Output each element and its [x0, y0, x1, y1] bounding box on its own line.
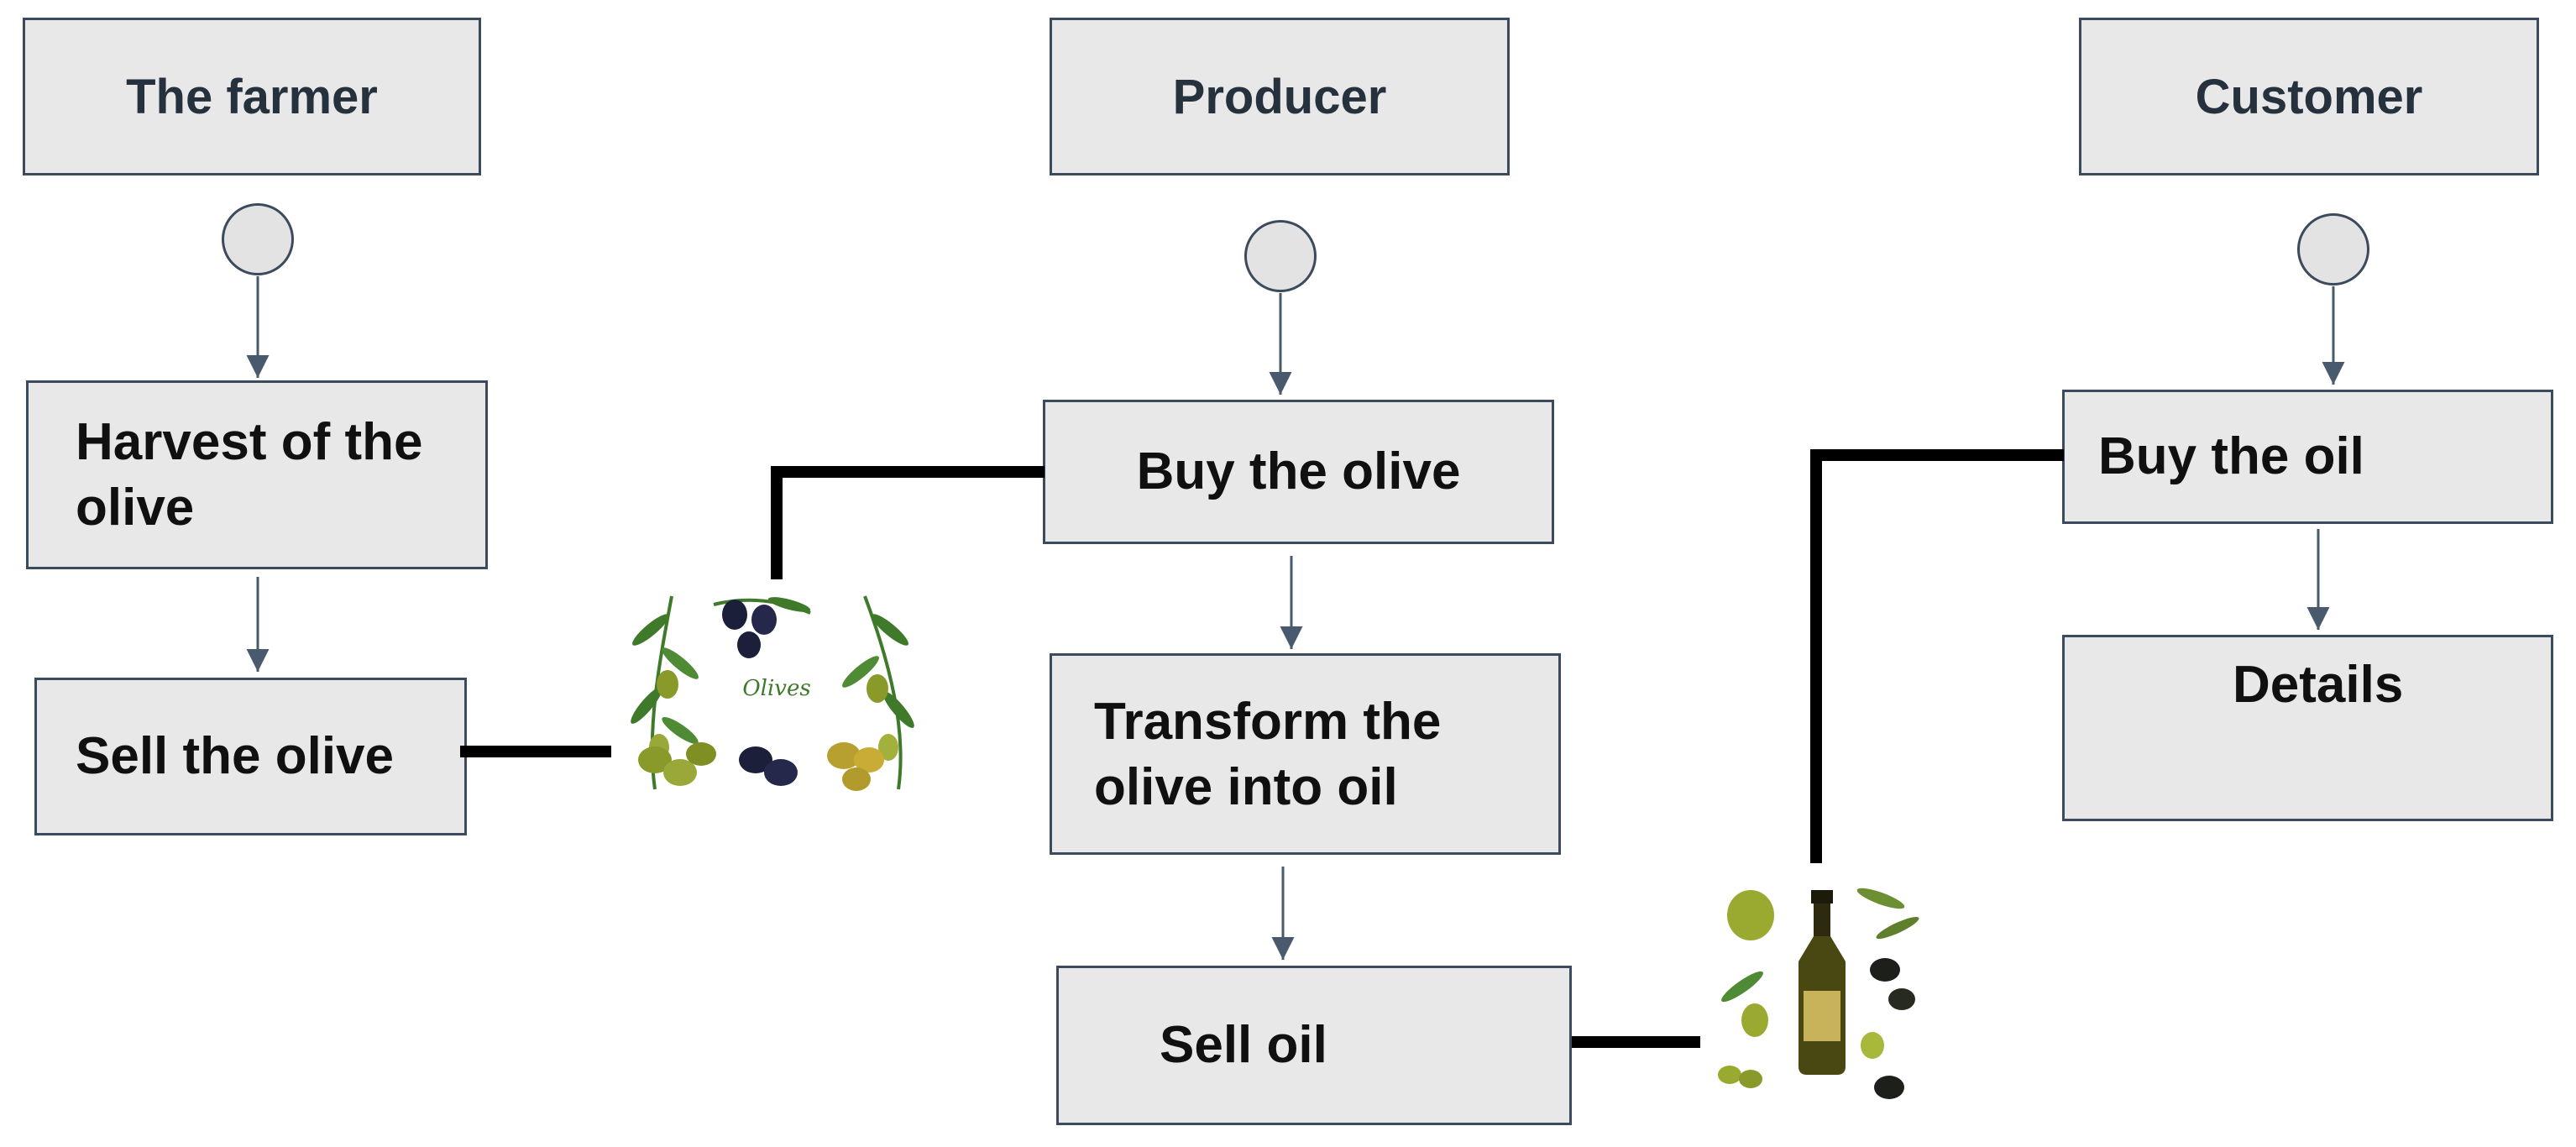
step-harvest-olive: Harvest of the olive	[26, 380, 488, 569]
oil-bottle-label	[1804, 991, 1840, 1041]
lane-title-customer: Customer	[2195, 69, 2423, 124]
green-olive	[1727, 890, 1774, 940]
olive-leaf	[882, 691, 914, 728]
black-olive	[764, 759, 798, 786]
olive-leaf	[842, 656, 879, 688]
olive-leaf	[662, 647, 699, 679]
green-olive	[663, 759, 697, 786]
olive-leaf	[632, 614, 669, 646]
yellow-olive	[827, 742, 861, 769]
step-transform-olive-label: Transform the olive into oil	[1094, 693, 1442, 816]
black-olive	[1888, 988, 1915, 1010]
green-olive	[1861, 1032, 1884, 1059]
step-buy-olive-label: Buy the olive	[1136, 443, 1461, 500]
olive-leaf	[767, 597, 811, 612]
olive-leaf	[1721, 971, 1763, 1003]
black-olive	[722, 600, 747, 630]
olive-leaf	[1876, 916, 1919, 940]
green-olive	[686, 742, 716, 766]
green-olive	[1741, 1003, 1768, 1037]
step-details: Details	[2062, 635, 2553, 821]
yellow-olive	[842, 767, 871, 791]
start-event-producer	[1244, 220, 1317, 292]
olive-leaf	[872, 614, 908, 646]
black-olive	[737, 631, 761, 658]
green-olive	[657, 670, 678, 699]
start-event-farmer	[222, 203, 294, 275]
step-buy-oil: Buy the oil	[2062, 390, 2553, 524]
lane-title-farmer: The farmer	[126, 69, 378, 124]
olive-leaf	[1856, 888, 1905, 909]
connector-olives-to-buy-olive	[771, 466, 1045, 579]
step-sell-oil: Sell oil	[1056, 966, 1572, 1125]
lane-header-producer: Producer	[1050, 18, 1510, 175]
olive-leaf	[662, 717, 699, 744]
step-transform-olive: Transform the olive into oil	[1050, 653, 1561, 855]
olive-branch-right	[863, 595, 903, 790]
olive-leaf	[631, 687, 662, 724]
step-details-label: Details	[2233, 656, 2404, 714]
green-olive	[878, 734, 898, 761]
lane-header-farmer: The farmer	[23, 18, 481, 175]
yellow-olive	[854, 747, 884, 773]
green-olive	[867, 674, 888, 703]
connector-oil-to-buy-oil	[1810, 449, 2064, 863]
green-olive	[638, 746, 672, 773]
black-olive	[739, 746, 772, 773]
olive-oil-illustration	[1718, 888, 1919, 1099]
olives-label: Olives	[742, 676, 810, 701]
step-sell-oil-label: Sell oil	[1160, 1016, 1327, 1074]
green-olive	[1718, 1066, 1741, 1084]
green-olive	[1739, 1070, 1762, 1088]
olives-illustration: Olives	[631, 595, 914, 791]
black-olive	[1874, 1076, 1904, 1099]
black-olive	[1870, 958, 1900, 982]
black-olive	[751, 605, 777, 635]
step-sell-olive-label: Sell the olive	[76, 727, 395, 785]
lane-header-customer: Customer	[2079, 18, 2539, 175]
step-sell-olive: Sell the olive	[34, 678, 467, 835]
oil-bottle-cap	[1811, 890, 1833, 903]
lane-title-producer: Producer	[1172, 69, 1387, 124]
step-buy-olive: Buy the olive	[1043, 400, 1554, 544]
step-harvest-olive-label: Harvest of the olive	[76, 413, 423, 537]
start-event-customer	[2297, 213, 2369, 285]
oil-bottle-neck	[1814, 898, 1830, 936]
step-buy-oil-label: Buy the oil	[2098, 427, 2364, 485]
